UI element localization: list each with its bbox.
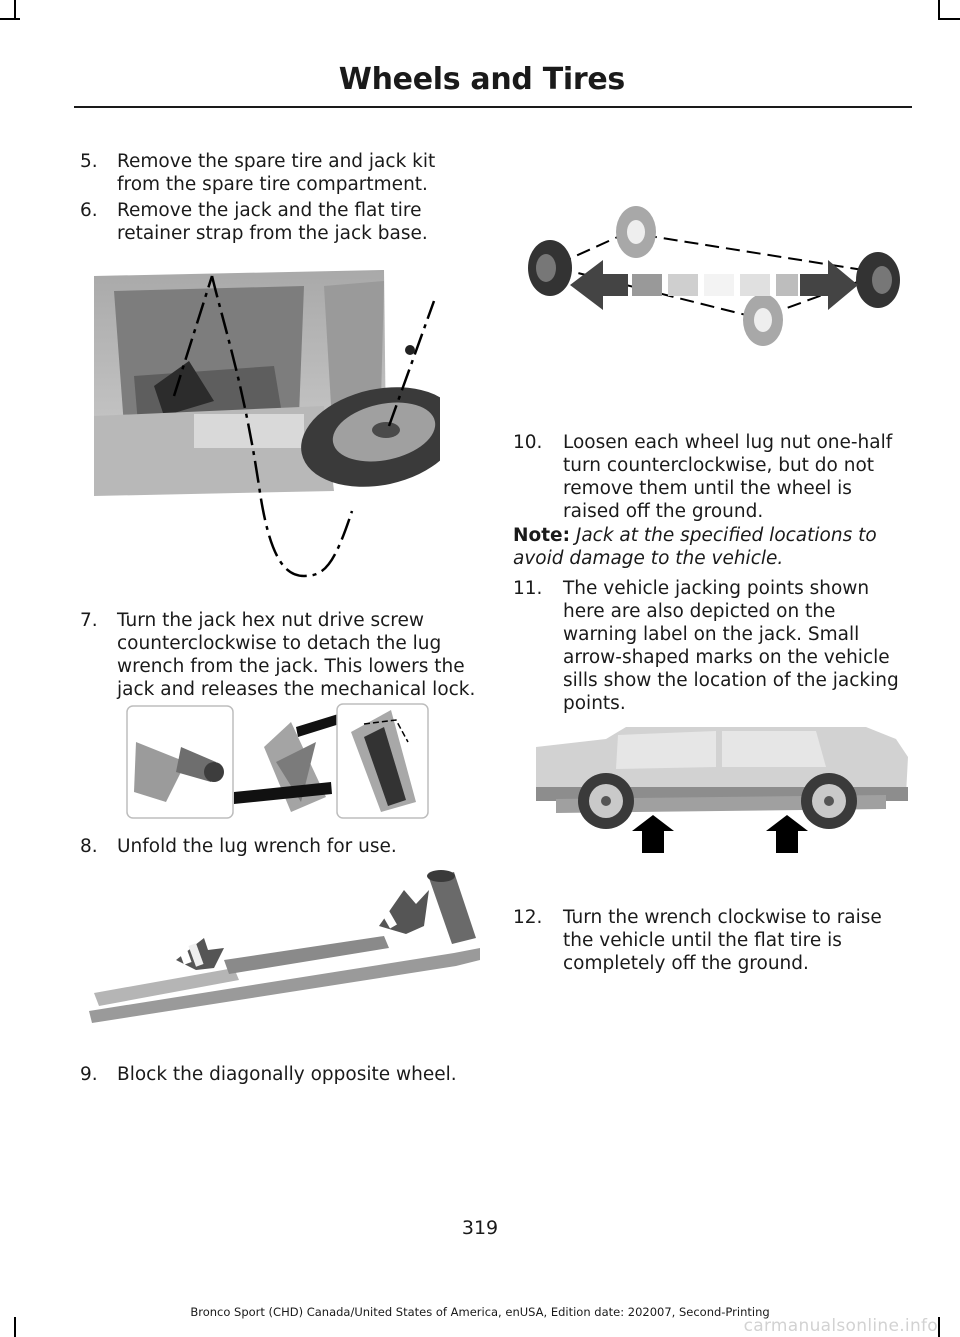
step-number: 8.: [80, 836, 98, 857]
step-6: 6. Remove the jack and the flat tire ret…: [80, 199, 480, 249]
step-text: The vehicle jacking points shown here ar…: [563, 578, 899, 714]
step-text: Loosen each wheel lug nut one-half turn …: [563, 432, 893, 522]
step-12: 12. Turn the wrench clockwise to raise t…: [513, 906, 913, 981]
crop-mark: [938, 0, 940, 20]
crop-mark: [940, 18, 960, 20]
note-label: Note:: [513, 525, 570, 546]
header-rule: [74, 106, 912, 108]
lug-wrench-illustration: [89, 870, 480, 1023]
step-text: Unfold the lug wrench for use.: [117, 836, 397, 857]
step-number: 10.: [513, 432, 543, 453]
step-10: 10. Loosen each wheel lug nut one-half t…: [513, 431, 913, 526]
step-number: 9.: [80, 1064, 98, 1085]
step-text: Block the diagonally opposite wheel.: [117, 1064, 457, 1085]
note: Note: Jack at the specified locations to…: [513, 524, 913, 570]
step-8: 8. Unfold the lug wrench for use.: [80, 835, 480, 860]
step-5: 5. Remove the spare tire and jack kit fr…: [80, 150, 480, 200]
page-number: 319: [461, 1217, 499, 1239]
step-9: 9. Block the diagonally opposite wheel.: [80, 1063, 480, 1088]
step-number: 5.: [80, 151, 98, 172]
crop-mark: [14, 0, 16, 20]
watermark: carmanualsonline.info: [743, 1316, 938, 1336]
step-number: 7.: [80, 610, 98, 631]
jack-detach-illustration: [126, 703, 429, 819]
step-text: Turn the jack hex nut drive screw counte…: [117, 610, 476, 700]
step-number: 6.: [80, 200, 98, 221]
step-number: 11.: [513, 578, 543, 599]
crop-mark: [14, 1317, 16, 1337]
crop-mark: [0, 18, 20, 20]
step-number: 12.: [513, 907, 543, 928]
diagonal-wheel-illustration: [528, 206, 900, 346]
footer-text: Bronco Sport (CHD) Canada/United States …: [190, 1305, 770, 1319]
page-title: Wheels and Tires: [338, 62, 626, 97]
step-7: 7. Turn the jack hex nut drive screw cou…: [80, 609, 480, 700]
note-text: Jack at the specified locations to avoid…: [513, 525, 877, 569]
step-text: Turn the wrench clockwise to raise the v…: [563, 907, 882, 974]
step-text: Remove the jack and the flat tire retain…: [117, 200, 428, 244]
crop-mark: [938, 1317, 940, 1337]
step-11: 11. The vehicle jacking points shown her…: [513, 577, 913, 714]
spare-tire-removal-illustration: [94, 270, 440, 578]
step-text: Remove the spare tire and jack kit from …: [117, 151, 436, 195]
jacking-points-illustration: [536, 727, 908, 853]
